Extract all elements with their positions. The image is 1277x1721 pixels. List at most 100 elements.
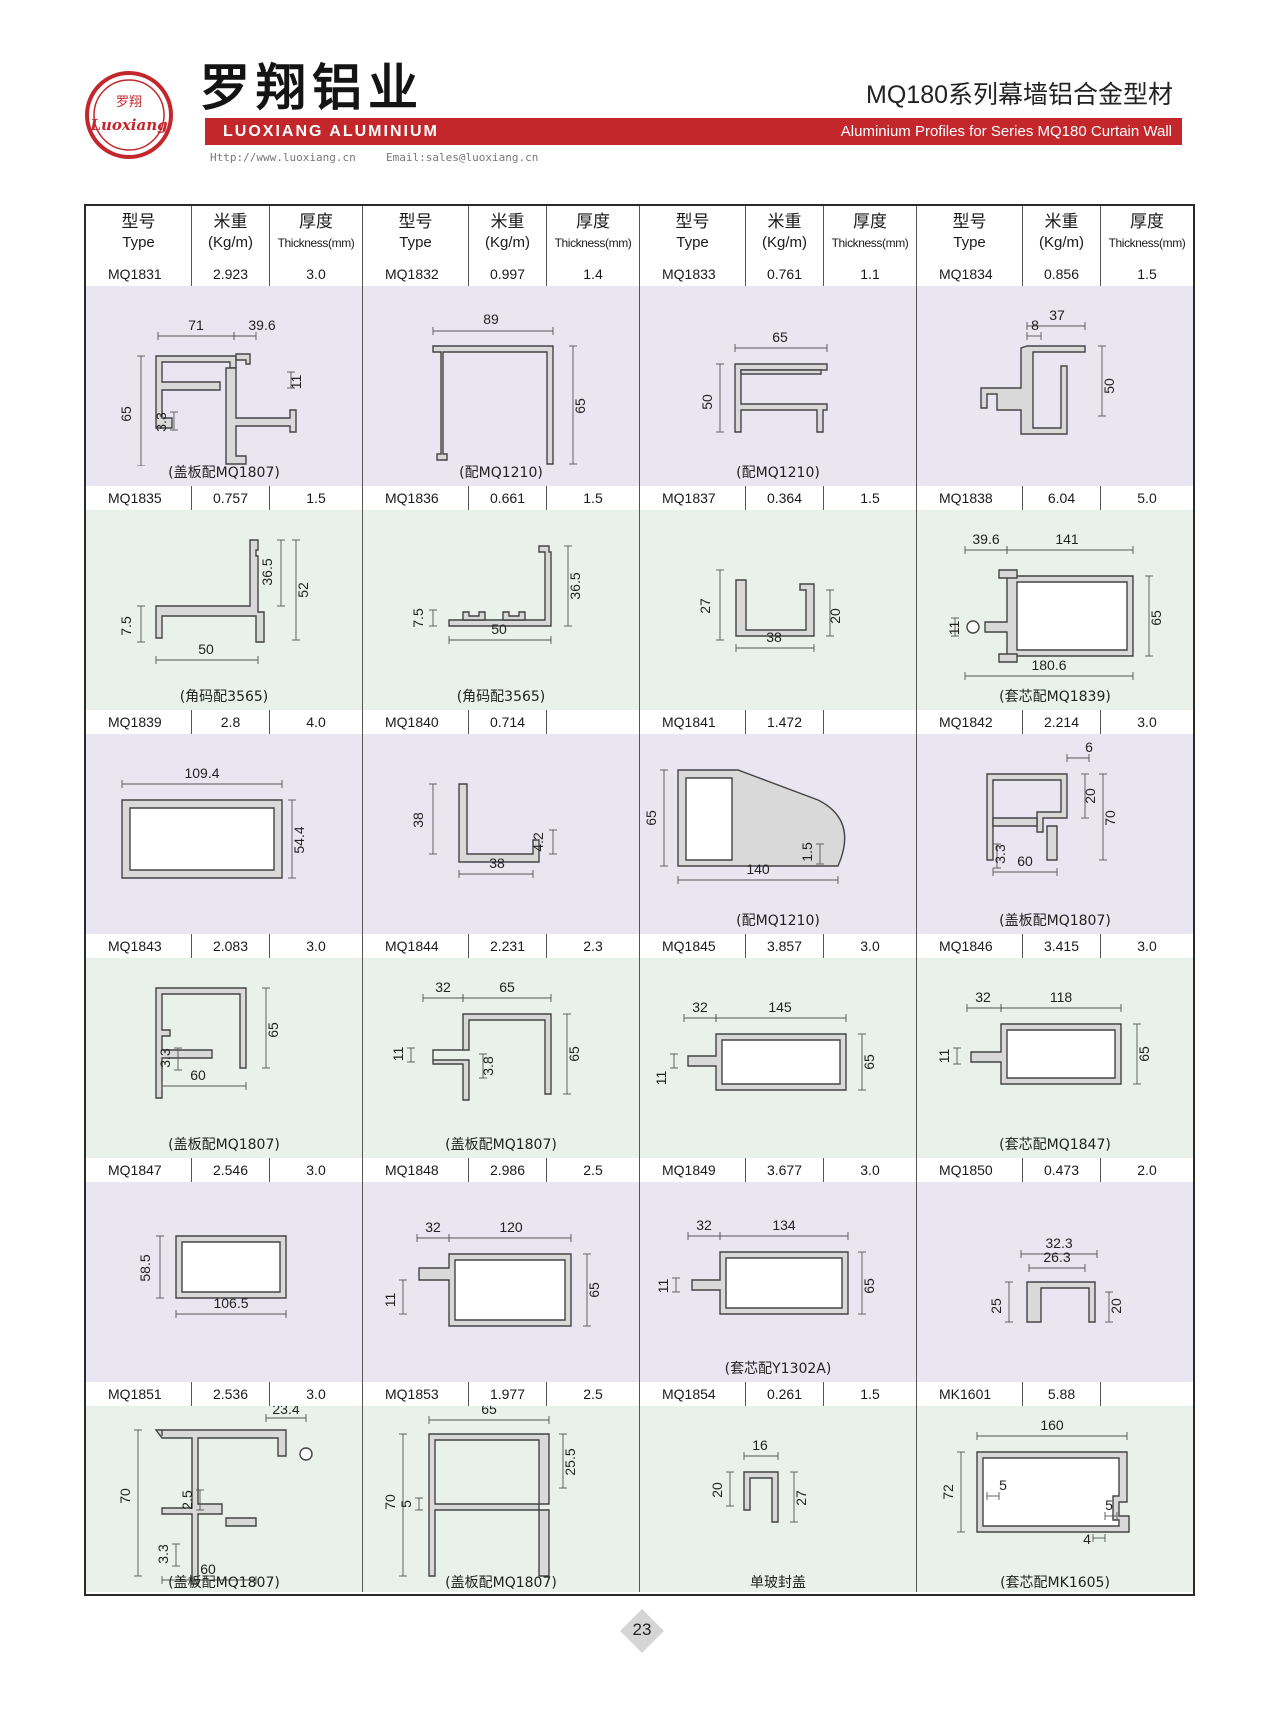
dimension-label: 120 <box>499 1219 523 1235</box>
dimension-label: 38 <box>489 855 505 871</box>
dimension-label: 32 <box>425 1219 441 1235</box>
profile-note: (盖板配MQ1807) <box>999 913 1111 929</box>
profile-type-cell: MQ1842 <box>917 710 1023 734</box>
col-weight-header: 米重(Kg/m) <box>469 206 547 262</box>
dimension-label: 3.3 <box>992 844 1008 864</box>
dimension-label: 7.5 <box>410 608 426 628</box>
weight-cell: 0.757 <box>192 486 270 510</box>
dimension-label: 52 <box>295 582 311 598</box>
dimension-label: 65 <box>772 329 788 345</box>
dimension-label: 65 <box>861 1278 877 1294</box>
header-red-bar <box>205 118 1182 145</box>
thickness-cell: 1.5 <box>824 486 917 510</box>
profile-type-cell: MQ1851 <box>86 1382 192 1406</box>
dimension-label: 106.5 <box>213 1295 248 1311</box>
page-number: 23 <box>632 1620 652 1639</box>
dimension-label: 65 <box>861 1054 877 1070</box>
profile-type-cell: MQ1841 <box>640 710 746 734</box>
dimension-label: 8 <box>1031 317 1039 333</box>
dimension-label: 60 <box>1017 853 1033 869</box>
thickness-cell: 1.1 <box>824 262 917 286</box>
dimension-label: 23.4 <box>272 1406 299 1417</box>
dimension-label: 27 <box>697 598 713 614</box>
email-link[interactable]: Email:sales@luoxiang.cn <box>386 151 539 164</box>
dimension-label: 32 <box>692 999 708 1015</box>
series-title: MQ180系列幕墙铝合金型材 <box>866 81 1173 109</box>
thickness-cell: 3.0 <box>1137 714 1157 730</box>
profile-type-cell: MQ1848 <box>363 1158 469 1182</box>
dimension-label: 1.5 <box>799 842 815 862</box>
weight-cell: 5.88 <box>1023 1382 1101 1406</box>
dimension-label: 65 <box>643 810 659 826</box>
dimension-label: 11 <box>946 621 962 636</box>
profile-note: 单玻封盖 <box>750 1575 806 1591</box>
dimension-label: 65 <box>118 406 134 422</box>
svg-text:Luoxiang: Luoxiang <box>89 116 167 134</box>
profile-note: (套芯配MQ1847) <box>999 1137 1111 1153</box>
weight-cell: 2.923 <box>192 262 270 286</box>
dimension-label: 65 <box>481 1406 497 1417</box>
weight-cell: 2.546 <box>192 1158 270 1182</box>
weight-cell: 0.261 <box>746 1382 824 1406</box>
thickness-cell: 3.0 <box>270 934 363 958</box>
weight-cell: 1.472 <box>746 710 824 734</box>
dimension-label: 145 <box>768 999 792 1015</box>
weight-cell: 3.857 <box>746 934 824 958</box>
dimension-label: 65 <box>1136 1046 1152 1062</box>
weight-cell: 2.231 <box>469 934 547 958</box>
dimension-label: 70 <box>382 1494 398 1510</box>
dimension-label: 11 <box>390 1047 406 1062</box>
dimension-label: 5 <box>999 1477 1007 1493</box>
dimension-label: 5 <box>398 1500 414 1508</box>
website-link[interactable]: Http://www.luoxiang.cn <box>210 151 356 164</box>
profile-type-cell: MK1601 <box>917 1382 1023 1406</box>
dimension-label: 4.2 <box>530 832 546 852</box>
profile-type-cell: MQ1834 <box>917 262 1023 286</box>
weight-cell: 2.536 <box>192 1382 270 1406</box>
thickness-cell <box>824 710 917 734</box>
thickness-cell <box>547 710 640 734</box>
dimension-label: 5 <box>1105 1497 1113 1513</box>
thickness-cell: 1.5 <box>1137 266 1157 282</box>
weight-cell: 0.714 <box>469 710 547 734</box>
weight-cell: 2.986 <box>469 1158 547 1182</box>
dimension-label: 3.3 <box>157 1048 173 1068</box>
dimension-label: 118 <box>1050 989 1073 1005</box>
profile-type-cell: MQ1832 <box>363 262 469 286</box>
luoxiang-logo-seal: 罗翔 Luoxiang <box>85 71 173 159</box>
thickness-cell: 3.0 <box>270 262 363 286</box>
weight-cell: 2.8 <box>192 710 270 734</box>
